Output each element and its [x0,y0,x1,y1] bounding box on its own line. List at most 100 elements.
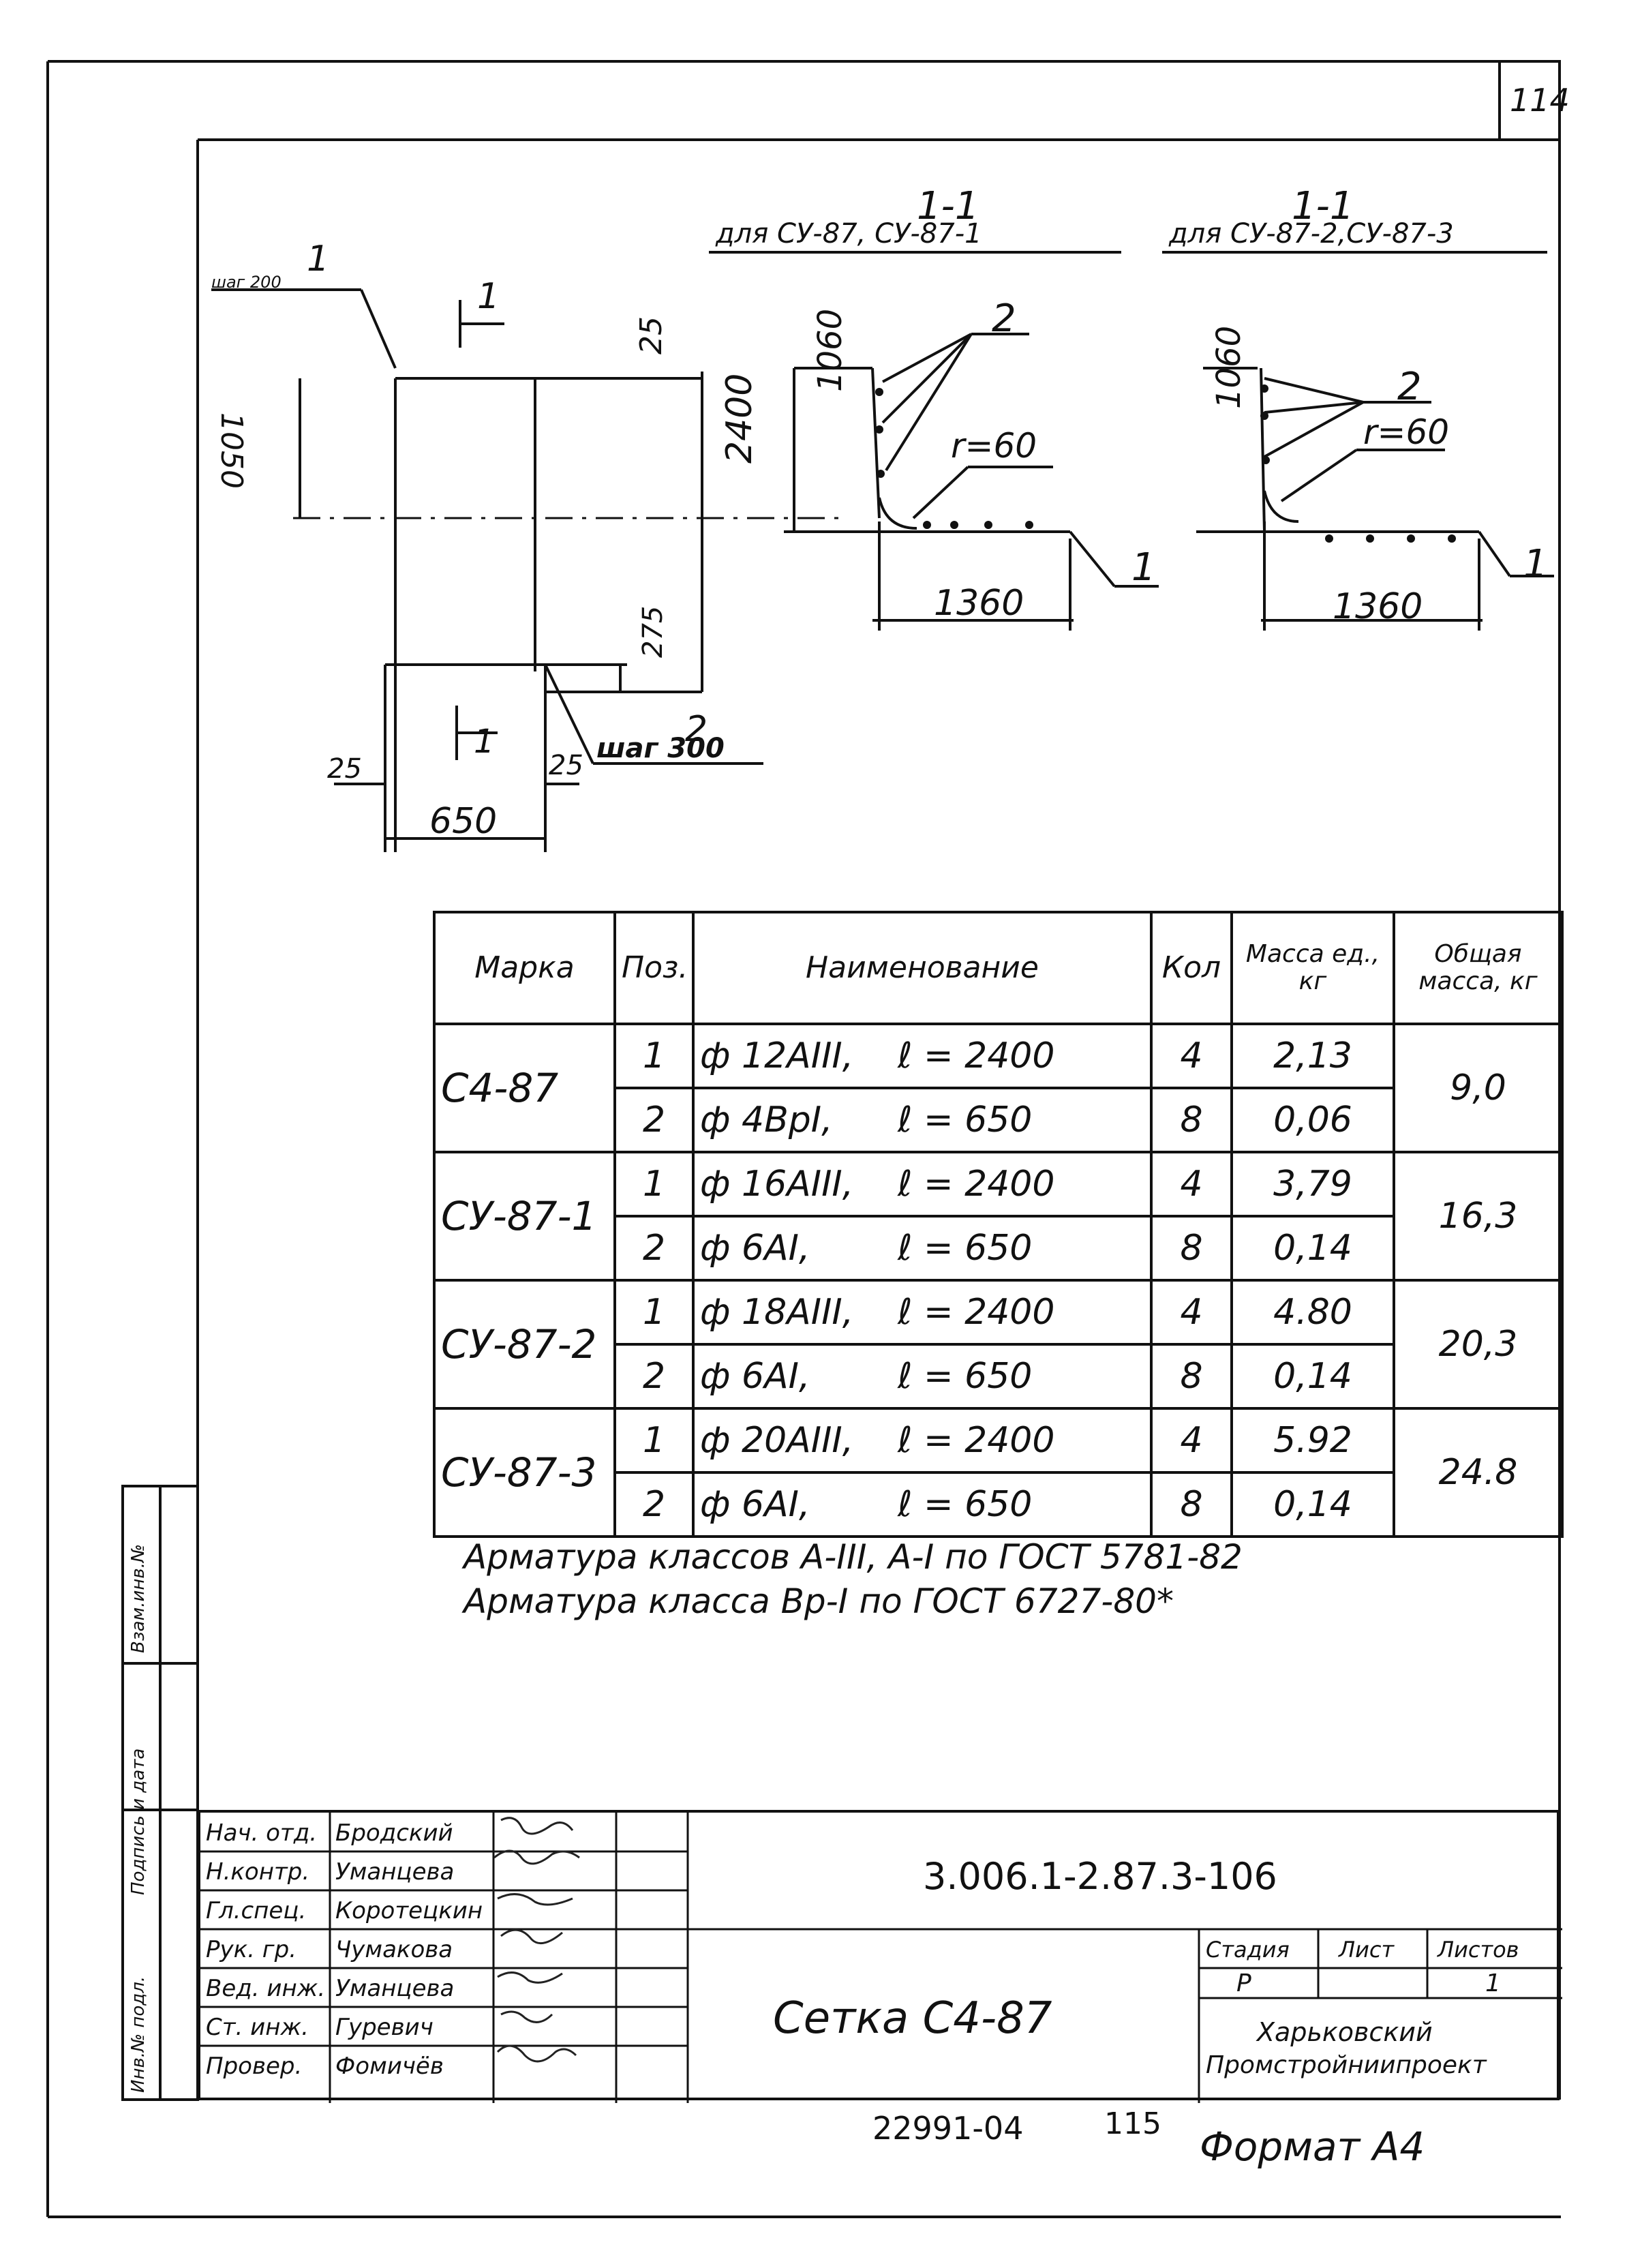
row-mark: С4-87 [433,1023,616,1153]
side-stamp-inv-podl: Инв.№ подл. [128,1976,149,2093]
tb-role: Вед. инж. [206,1975,326,2002]
note-line: Арматура класса Вр-I по ГОСТ 6727-80* [463,1582,1174,1621]
dim-25-top: 25 [634,316,669,354]
plan-bottom-leader-note: шаг 300 [596,733,725,764]
plan-top-leader-label: 1 [307,239,330,279]
table-row: 2 ф 6АI,ℓ = 650 8 0,14 [434,1215,1562,1282]
sheet-number: 114 [1510,82,1570,119]
table-row: С4-87 1 ф 12АIII,ℓ = 2400 4 2,13 9,0 [433,1023,1564,1153]
dim-650: 650 [429,801,498,842]
row-name: ф 6АI,ℓ = 650 [692,1343,1153,1410]
section-left-dim-1360: 1360 [934,583,1024,624]
section-left-radius: r=60 [951,426,1037,466]
section-left-leader-2: 2 [992,297,1016,341]
table-row: 2 ф 6АI,ℓ = 650 8 0,14 [434,1471,1562,1538]
dim-2400: 2400 [719,373,760,464]
section-left-view [709,251,1159,631]
tb-name: Коротецкин [335,1897,483,1924]
tb-role: Гл.спец. [206,1897,307,1924]
row-name: ф 6АI,ℓ = 650 [692,1215,1153,1282]
row-qty: 8 [1150,1471,1233,1538]
note-line: Арматура классов А-III, А-I по ГОСТ 5781… [463,1537,1243,1577]
section-right-view [1162,251,1554,631]
header-total-mass: Общая масса, кг [1393,911,1564,1025]
row-pos: 1 [613,1279,695,1346]
dim-275: 275 [637,605,669,658]
table-row: 2 ф 4ВрI,ℓ = 650 8 0,06 [434,1087,1562,1153]
plan-top-leader-note: шаг 200 [211,273,282,292]
row-name: ф 6АI,ℓ = 650 [692,1471,1153,1538]
row-total-mass: 24.8 [1393,1407,1564,1538]
section-left-subtitle: для СУ-87, СУ-87-1 [716,218,982,250]
row-unit-mass: 0,14 [1230,1471,1395,1538]
header-unit-mass: Масса ед., кг [1230,911,1395,1025]
row-name: ф 16АIII,ℓ = 2400 [692,1151,1153,1218]
header-pos: Поз. [613,911,695,1025]
section-left-leader-1: 1 [1131,545,1156,590]
header-mark: Марка [433,911,616,1025]
row-qty: 4 [1150,1407,1233,1474]
section-left-title: 1-1 [917,184,979,228]
sheet-label: Лист [1339,1937,1395,1963]
section-right-subtitle: для СУ-87-2,СУ-87-3 [1169,218,1454,250]
section-right-leader-1: 1 [1523,542,1548,586]
row-name: ф 18АIII,ℓ = 2400 [692,1279,1153,1346]
row-qty: 8 [1150,1087,1233,1153]
tb-role: Ст. инж. [206,2014,309,2041]
tb-name: Уманцева [335,1858,455,1886]
tb-name: Гуревич [335,2014,434,2041]
row-unit-mass: 5.92 [1230,1407,1395,1474]
dim-25-left: 25 [327,753,362,785]
row-pos: 1 [613,1151,695,1218]
organization-line2: Промстройниипроект [1206,2051,1487,2079]
row-qty: 4 [1150,1151,1233,1218]
section-right-leader-2: 2 [1397,365,1422,409]
header-qty: Кол [1150,911,1233,1025]
tb-role: Н.контр. [206,1858,310,1886]
tb-name: Уманцева [335,1975,455,2002]
row-unit-mass: 0,06 [1230,1087,1395,1153]
table-row: 2 ф 6АI,ℓ = 650 8 0,14 [434,1343,1562,1410]
section-right-title: 1-1 [1292,184,1354,228]
header-name: Наименование [692,911,1153,1025]
row-mark: СУ-87-3 [433,1407,616,1538]
row-unit-mass: 0,14 [1230,1343,1395,1410]
table-row: СУ-87-3 1 ф 20АIII,ℓ = 2400 4 5.92 24.8 [433,1407,1564,1538]
section-left-dim-1060: 1060 [811,308,849,392]
section-right-dim-1360: 1360 [1333,586,1423,627]
row-total-mass: 9,0 [1393,1023,1564,1153]
row-mark: СУ-87-1 [433,1151,616,1282]
row-name: ф 4ВрI,ℓ = 650 [692,1087,1153,1153]
title-block-grid [200,1813,1562,2103]
row-qty: 8 [1150,1343,1233,1410]
specification-table: Марка Поз. Наименование Кол Масса ед., к… [433,911,1564,1538]
rebar-dots [875,384,1456,543]
row-qty: 4 [1150,1023,1233,1089]
row-pos: 1 [613,1407,695,1474]
table-row: СУ-87-2 1 ф 18АIII,ℓ = 2400 4 4.80 20,3 [433,1279,1564,1410]
dim-25-right: 25 [549,750,583,781]
format-label: Формат А4 [1200,2123,1425,2170]
row-total-mass: 16,3 [1393,1151,1564,1282]
table-row: СУ-87-1 1 ф 16АIII,ℓ = 2400 4 3,79 16,3 [433,1151,1564,1282]
row-pos: 2 [613,1215,695,1282]
tb-role: Провер. [206,2053,303,2080]
plan-view [211,288,838,852]
row-pos: 2 [613,1471,695,1538]
section-mark-bottom: 1 [474,723,495,761]
tb-name: Чумакова [335,1936,453,1963]
side-stamp-vzam-inv: Взам.инв.№ [128,1544,149,1653]
dim-1050: 1050 [214,412,249,489]
tb-role: Нач. отд. [206,1819,318,1847]
row-name: ф 12АIII,ℓ = 2400 [692,1023,1153,1089]
row-qty: 4 [1150,1279,1233,1346]
sheets-label: Листов [1438,1937,1519,1963]
table-header-row: Марка Поз. Наименование Кол Масса ед., к… [433,911,1564,1025]
stage-label: Стадия [1206,1937,1290,1963]
row-pos: 1 [613,1023,695,1089]
tb-name: Бродский [335,1819,453,1847]
section-mark-top: 1 [477,276,500,317]
row-mark: СУ-87-2 [433,1279,616,1410]
sheets-value: 1 [1485,1969,1501,1997]
section-right-radius: r=60 [1363,412,1450,452]
